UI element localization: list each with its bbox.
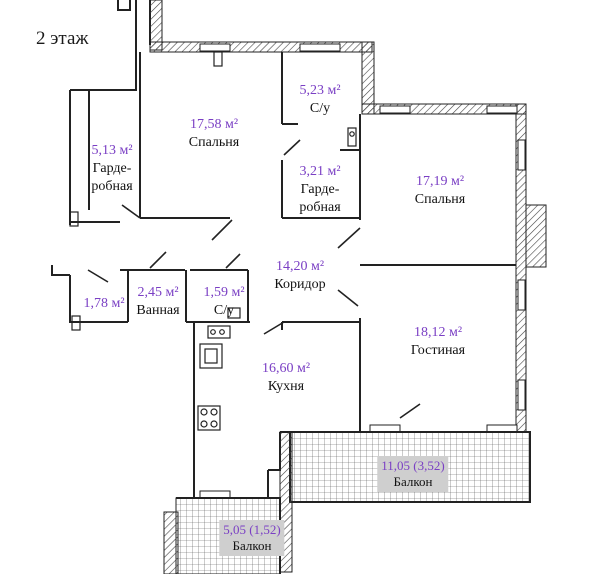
room-vannaya: 2,45 м² Ванная — [136, 284, 179, 320]
room-gostinaya: 18,12 м² Гостиная — [411, 324, 465, 360]
room-name: Спальня — [414, 192, 466, 207]
balcony-name: Балкон — [393, 474, 433, 489]
room-su-1: 5,23 м² С/у — [299, 82, 340, 118]
balcony-name: Балкон — [232, 538, 272, 553]
balcony-small-label: 5,05 (1,52) Балкон — [219, 520, 285, 556]
fixtures — [69, 51, 357, 431]
room-kukhnya: 16,60 м² Кухня — [262, 360, 310, 396]
windows — [199, 43, 526, 499]
balcony-large-structure — [279, 431, 531, 573]
room-spalnya-1: 17,58 м² Спальня — [189, 116, 239, 152]
room-name: Гостиная — [410, 343, 466, 358]
floor-title: 2 этаж — [36, 28, 89, 49]
room-name: Ванная — [136, 303, 180, 318]
room-area: 16,60 м² — [261, 361, 311, 376]
room-area: 5,23 м² — [299, 83, 341, 98]
room-area: 5,13 м² — [91, 143, 133, 158]
room-area: 1,78 м² — [83, 296, 125, 311]
room-name: С/у — [309, 101, 331, 116]
room-koridor: 14,20 м² Коридор — [274, 258, 325, 294]
room-area: 2,45 м² — [137, 285, 179, 300]
room-name-line1: Гарде- — [92, 161, 132, 176]
balcony-area: 5,05 (1,52) — [223, 522, 281, 537]
room-garderobnaya-2: 3,21 м² Гарде- робная — [299, 163, 340, 217]
room-area: 1,59 м² — [203, 285, 245, 300]
room-name: Коридор — [274, 277, 326, 292]
room-area: 3,21 м² — [299, 164, 341, 179]
room-area: 14,20 м² — [275, 259, 325, 274]
room-name: Кухня — [267, 379, 305, 394]
room-spalnya-2: 17,19 м² Спальня — [415, 173, 465, 209]
room-name-line2: робная — [299, 200, 341, 215]
balcony-area: 11,05 (3,52) — [381, 458, 445, 473]
room-name-line1: Гарде- — [300, 182, 340, 197]
balcony-large-label: 11,05 (3,52) Балкон — [377, 456, 449, 492]
room-name: С/у — [213, 303, 235, 318]
room-name: Спальня — [188, 135, 240, 150]
room-1-78: 1,78 м² — [83, 295, 124, 313]
room-area: 17,19 м² — [415, 174, 465, 189]
room-name-line2: робная — [91, 179, 133, 194]
room-area: 17,58 м² — [189, 117, 239, 132]
exterior-walls — [149, 0, 547, 433]
room-garderobnaya-1: 5,13 м² Гарде- робная — [91, 142, 132, 196]
room-su-2: 1,59 м² С/у — [203, 284, 244, 320]
doors — [87, 139, 421, 419]
room-area: 18,12 м² — [413, 325, 463, 340]
